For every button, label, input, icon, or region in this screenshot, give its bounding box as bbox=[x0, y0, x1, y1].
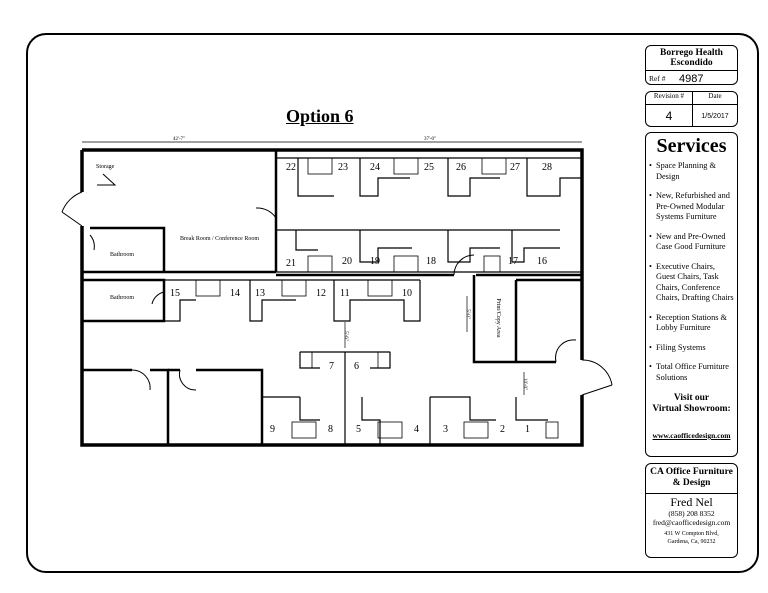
station-number: 25 bbox=[424, 162, 434, 173]
station-number: 2 bbox=[500, 424, 505, 435]
contact-email[interactable]: fred@caofficedesign.com bbox=[652, 518, 731, 527]
station-number: 4 bbox=[414, 424, 419, 435]
dim-aisle3: 10'-0" bbox=[522, 378, 527, 390]
desk-blocks bbox=[195, 157, 559, 439]
plan-title: Option 6 bbox=[286, 106, 354, 126]
address-line1: 431 W Compton Blvd, bbox=[664, 531, 719, 537]
station-number: 3 bbox=[443, 424, 448, 435]
station-number: 1 bbox=[525, 424, 530, 435]
visit-line2: Virtual Showroom: bbox=[652, 404, 731, 414]
service-item: Total Office Furniture Solutions bbox=[649, 362, 734, 383]
address-line2: Gardena, Ca, 90232 bbox=[667, 539, 716, 545]
client-location: Escondido bbox=[670, 58, 713, 68]
station-number: 20 bbox=[342, 256, 352, 267]
date-label: Date bbox=[708, 92, 722, 100]
service-item: Executive Chairs, Guest Chairs, Task Cha… bbox=[649, 262, 734, 304]
company-name-2: & Design bbox=[672, 478, 711, 488]
station-number: 27 bbox=[510, 162, 520, 173]
station-number: 23 bbox=[338, 162, 348, 173]
dim-aisle2: 5'-0" bbox=[465, 309, 470, 319]
station-number: 8 bbox=[328, 424, 333, 435]
dim-left: 42'-7" bbox=[173, 137, 185, 142]
outer-walls bbox=[80, 148, 584, 447]
service-item: Space Planning & Design bbox=[649, 161, 734, 182]
interior-walls bbox=[82, 150, 582, 445]
room-bathroom-2: Bathroom bbox=[110, 295, 134, 301]
visit-line1: Visit our bbox=[673, 393, 710, 403]
services-list: Space Planning & Design New, Refurbished… bbox=[649, 161, 734, 383]
station-number: 17 bbox=[508, 256, 518, 267]
station-number: 10 bbox=[402, 288, 412, 299]
station-number: 5 bbox=[356, 424, 361, 435]
dim-right: 37'-0" bbox=[424, 137, 436, 142]
company-name-1: CA Office Furniture bbox=[650, 467, 733, 477]
contact-name: Fred Nel bbox=[670, 495, 713, 509]
station-number: 21 bbox=[286, 258, 296, 269]
station-number: 18 bbox=[426, 256, 436, 267]
dimension-lines bbox=[82, 141, 582, 395]
drawing-border bbox=[26, 33, 759, 573]
services-box: Services Space Planning & Design New, Re… bbox=[645, 132, 738, 457]
station-number: 19 bbox=[370, 256, 380, 267]
client-box: Borrego Health Escondido Ref # 4987 bbox=[645, 45, 738, 85]
contact-phone: (858) 208 8352 bbox=[668, 509, 715, 518]
client-name: Borrego Health bbox=[660, 48, 723, 58]
service-item: New, Refurbished and Pre-Owned Modular S… bbox=[649, 191, 734, 223]
station-number: 12 bbox=[316, 288, 326, 299]
station-number: 14 bbox=[230, 288, 240, 299]
station-number: 24 bbox=[370, 162, 380, 173]
station-number: 7 bbox=[329, 361, 334, 372]
date-value: 1/5/2017 bbox=[701, 112, 729, 120]
ref-value: 4987 bbox=[679, 72, 704, 85]
services-heading: Services bbox=[656, 135, 727, 157]
room-storage: Storage bbox=[96, 164, 115, 170]
ref-label: Ref # bbox=[649, 74, 666, 83]
station-number: 11 bbox=[340, 288, 350, 299]
station-number: 28 bbox=[542, 162, 552, 173]
website-link[interactable]: www.caofficedesign.com bbox=[652, 431, 731, 440]
station-number: 6 bbox=[354, 361, 359, 372]
room-bathroom-1: Bathroom bbox=[110, 252, 134, 258]
dim-aisle1: 5'-6" bbox=[343, 331, 348, 341]
revision-value: 4 bbox=[646, 105, 693, 127]
station-numbers: 1 2 3 4 5 6 7 8 9 10 11 12 13 14 15 16 1… bbox=[170, 162, 552, 435]
service-item: Filing Systems bbox=[649, 343, 734, 354]
room-print: Print/Copy Area bbox=[495, 298, 501, 338]
service-item: Reception Stations & Lobby Furniture bbox=[649, 313, 734, 334]
room-breakroom: Break Room / Conference Room bbox=[180, 235, 259, 242]
station-number: 13 bbox=[255, 288, 265, 299]
company-box: CA Office Furniture & Design Fred Nel (8… bbox=[645, 463, 738, 558]
revision-box: Revision # Date 4 1/5/2017 bbox=[645, 91, 738, 127]
service-item: New and Pre-Owned Case Good Furniture bbox=[649, 232, 734, 253]
station-number: 16 bbox=[537, 256, 547, 267]
revision-label: Revision # bbox=[646, 92, 693, 104]
cubicle-panels bbox=[164, 157, 582, 445]
station-number: 9 bbox=[270, 424, 275, 435]
station-number: 15 bbox=[170, 288, 180, 299]
station-number: 22 bbox=[286, 162, 296, 173]
station-number: 26 bbox=[456, 162, 466, 173]
